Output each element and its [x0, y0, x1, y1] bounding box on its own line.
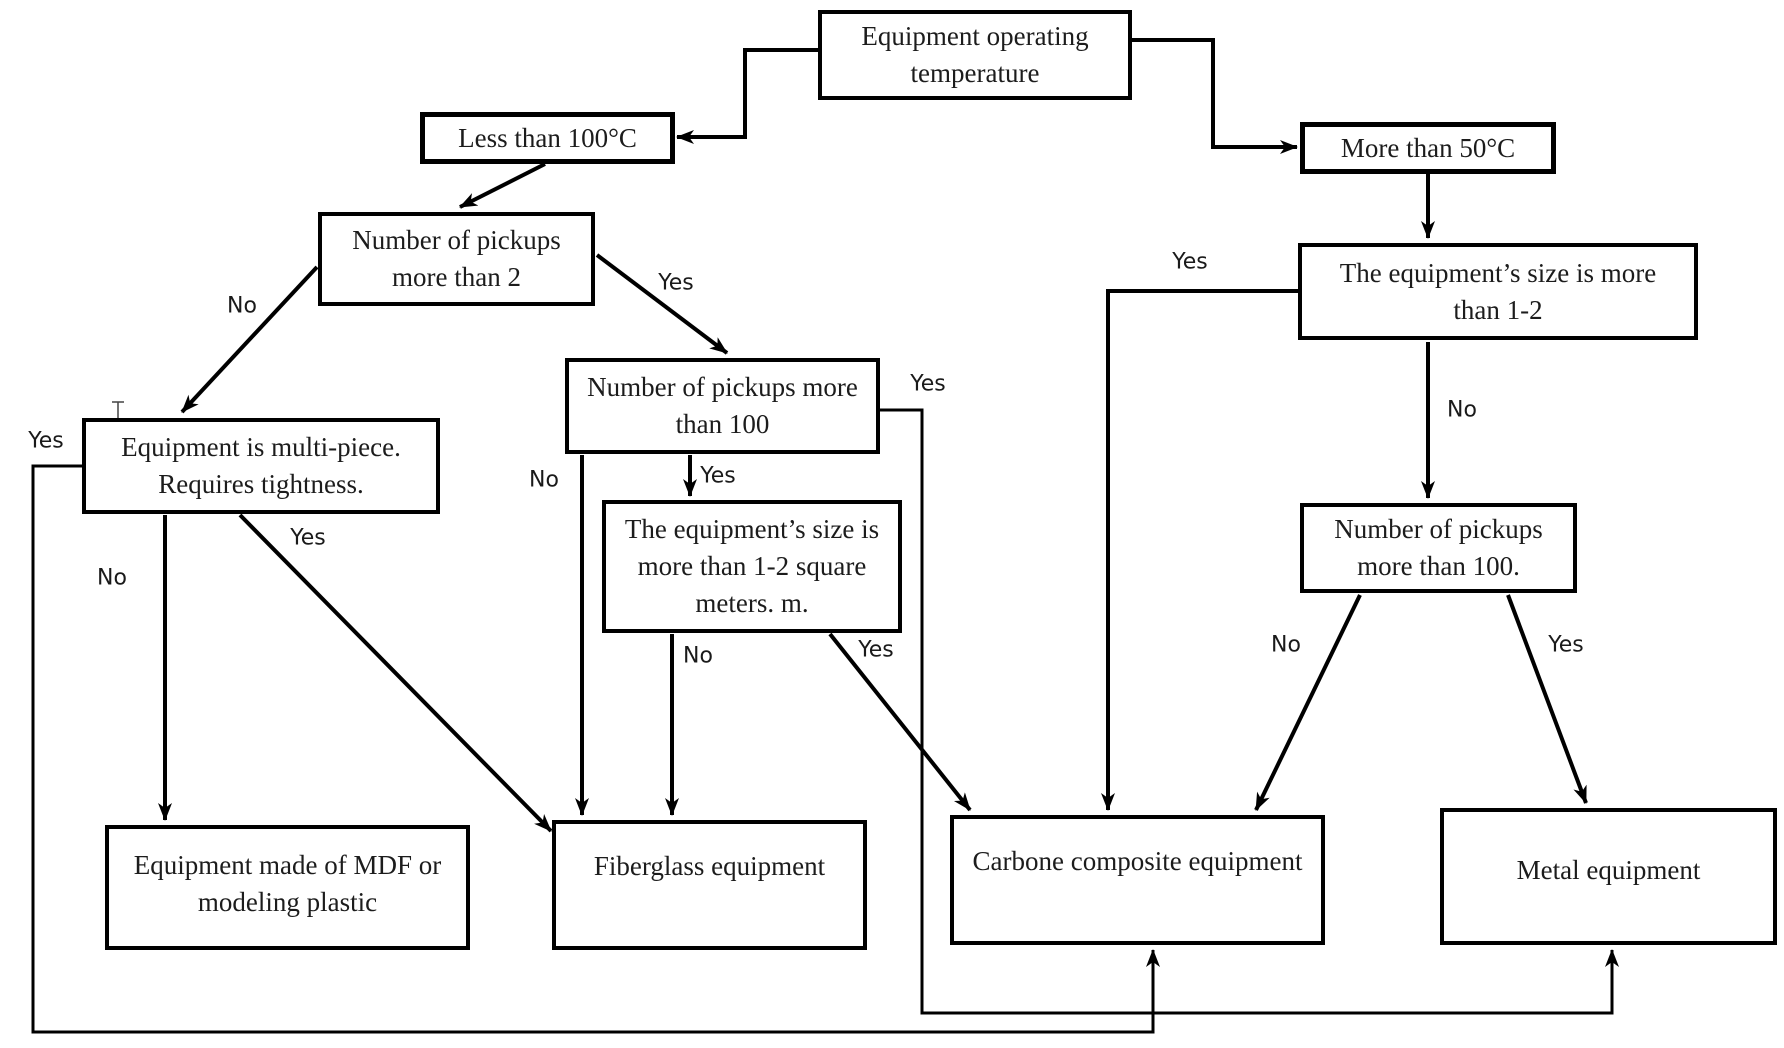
edge-multipiece-yes-to-fiberglass	[238, 513, 553, 833]
node-line: than 1-2	[1453, 294, 1543, 325]
node-line: Equipment operating	[861, 21, 1089, 51]
node-line: More than 50°C	[1340, 132, 1516, 163]
edge-pickups100right-yes-to-metal	[1506, 594, 1588, 804]
node-line: more than 1-2 square	[637, 551, 867, 581]
node-size-more-than-1-2-sq-meters: The equipment’s size is more than 1-2 sq…	[602, 500, 902, 633]
node-line: Less than 100°C	[458, 122, 637, 153]
node-line: Number of pickups	[352, 225, 561, 255]
edge-label-pickups100mid-yes-right: Yes	[910, 371, 946, 397]
node-line: modeling plastic	[197, 887, 378, 917]
node-line: Fiberglass equipment	[593, 851, 826, 881]
edge-pickups2-yes-to-pickups100mid	[595, 253, 729, 355]
node-more-than-50c: More than 50°C	[1300, 122, 1556, 174]
edge-pickups2-no-to-multipiece	[180, 265, 319, 414]
edge-optemp-to-less100	[676, 48, 818, 144]
node-line: Carbone composite equipment	[972, 846, 1303, 876]
node-line: The equipment’s size is more	[1339, 257, 1657, 288]
node-equipment-operating-temperature: Equipment operating temperature	[818, 10, 1132, 100]
edge-label-multipiece-yes-loop: Yes	[28, 428, 64, 454]
node-equipment-multi-piece: Equipment is multi-piece. Requires tight…	[82, 418, 440, 514]
edge-pickups100right-no-to-carbone	[1254, 594, 1362, 811]
node-line: Metal equipment	[1516, 855, 1701, 885]
edge-multipiece-yes-to-carbone-loop	[31, 464, 1160, 1034]
node-line: The equipment’s size is	[624, 514, 880, 544]
edge-pickups100mid-yes-to-metal-loop	[880, 408, 1619, 1015]
edge-optemp-to-more50	[1132, 38, 1298, 154]
node-carbone-composite-equipment: Carbone composite equipment	[950, 815, 1325, 945]
node-line: Requires tightness.	[158, 469, 364, 499]
edge-sizesq-yes-to-carbone	[828, 632, 972, 812]
node-line: more than 2	[392, 262, 521, 292]
node-line: than 100	[675, 409, 770, 439]
edge-label-pickups100mid-yes-down: Yes	[700, 463, 736, 489]
node-line: Number of pickups	[1334, 514, 1543, 544]
node-line: meters. m.	[695, 588, 809, 618]
edge-label-sizesq-no: No	[683, 643, 713, 669]
edge-label-pickups2-no: No	[227, 293, 257, 319]
node-pickups-more-than-100-right: Number of pickups more than 100.	[1300, 503, 1577, 593]
node-line: Equipment made of MDF or	[133, 850, 442, 880]
edge-label-pickups100mid-no: No	[529, 467, 559, 493]
edge-label-sizesq-yes: Yes	[858, 637, 894, 663]
edge-label-pickups2-yes: Yes	[658, 270, 694, 296]
edge-label-multipiece-yes-diag: Yes	[290, 525, 326, 551]
node-fiberglass-equipment: Fiberglass equipment	[552, 820, 867, 950]
edge-label-pickups100right-yes: Yes	[1548, 632, 1584, 658]
node-size-more-than-1-2: The equipment’s size is more than 1-2	[1298, 243, 1698, 340]
edge-label-multipiece-no: No	[97, 565, 127, 591]
node-pickups-more-than-100-mid: Number of pickups more than 100	[565, 358, 880, 454]
node-line: temperature	[910, 58, 1040, 88]
edge-less100-to-pickups2	[459, 162, 546, 209]
edge-sizeright-yes-to-carbone	[1101, 289, 1298, 811]
edge-label-pickups100right-no: No	[1271, 632, 1301, 658]
node-metal-equipment: Metal equipment	[1440, 808, 1777, 945]
node-pickups-more-than-2: Number of pickups more than 2	[318, 212, 595, 306]
node-less-than-100c: Less than 100°C	[420, 112, 675, 164]
node-mdf-equipment: Equipment made of MDF or modeling plasti…	[105, 825, 470, 950]
node-line: more than 100.	[1357, 551, 1520, 581]
edge-label-sizeright-no: No	[1447, 397, 1477, 423]
node-line: Number of pickups more	[587, 372, 858, 402]
node-line: Equipment is multi-piece.	[121, 432, 401, 462]
edge-label-sizeright-yes: Yes	[1172, 249, 1208, 275]
